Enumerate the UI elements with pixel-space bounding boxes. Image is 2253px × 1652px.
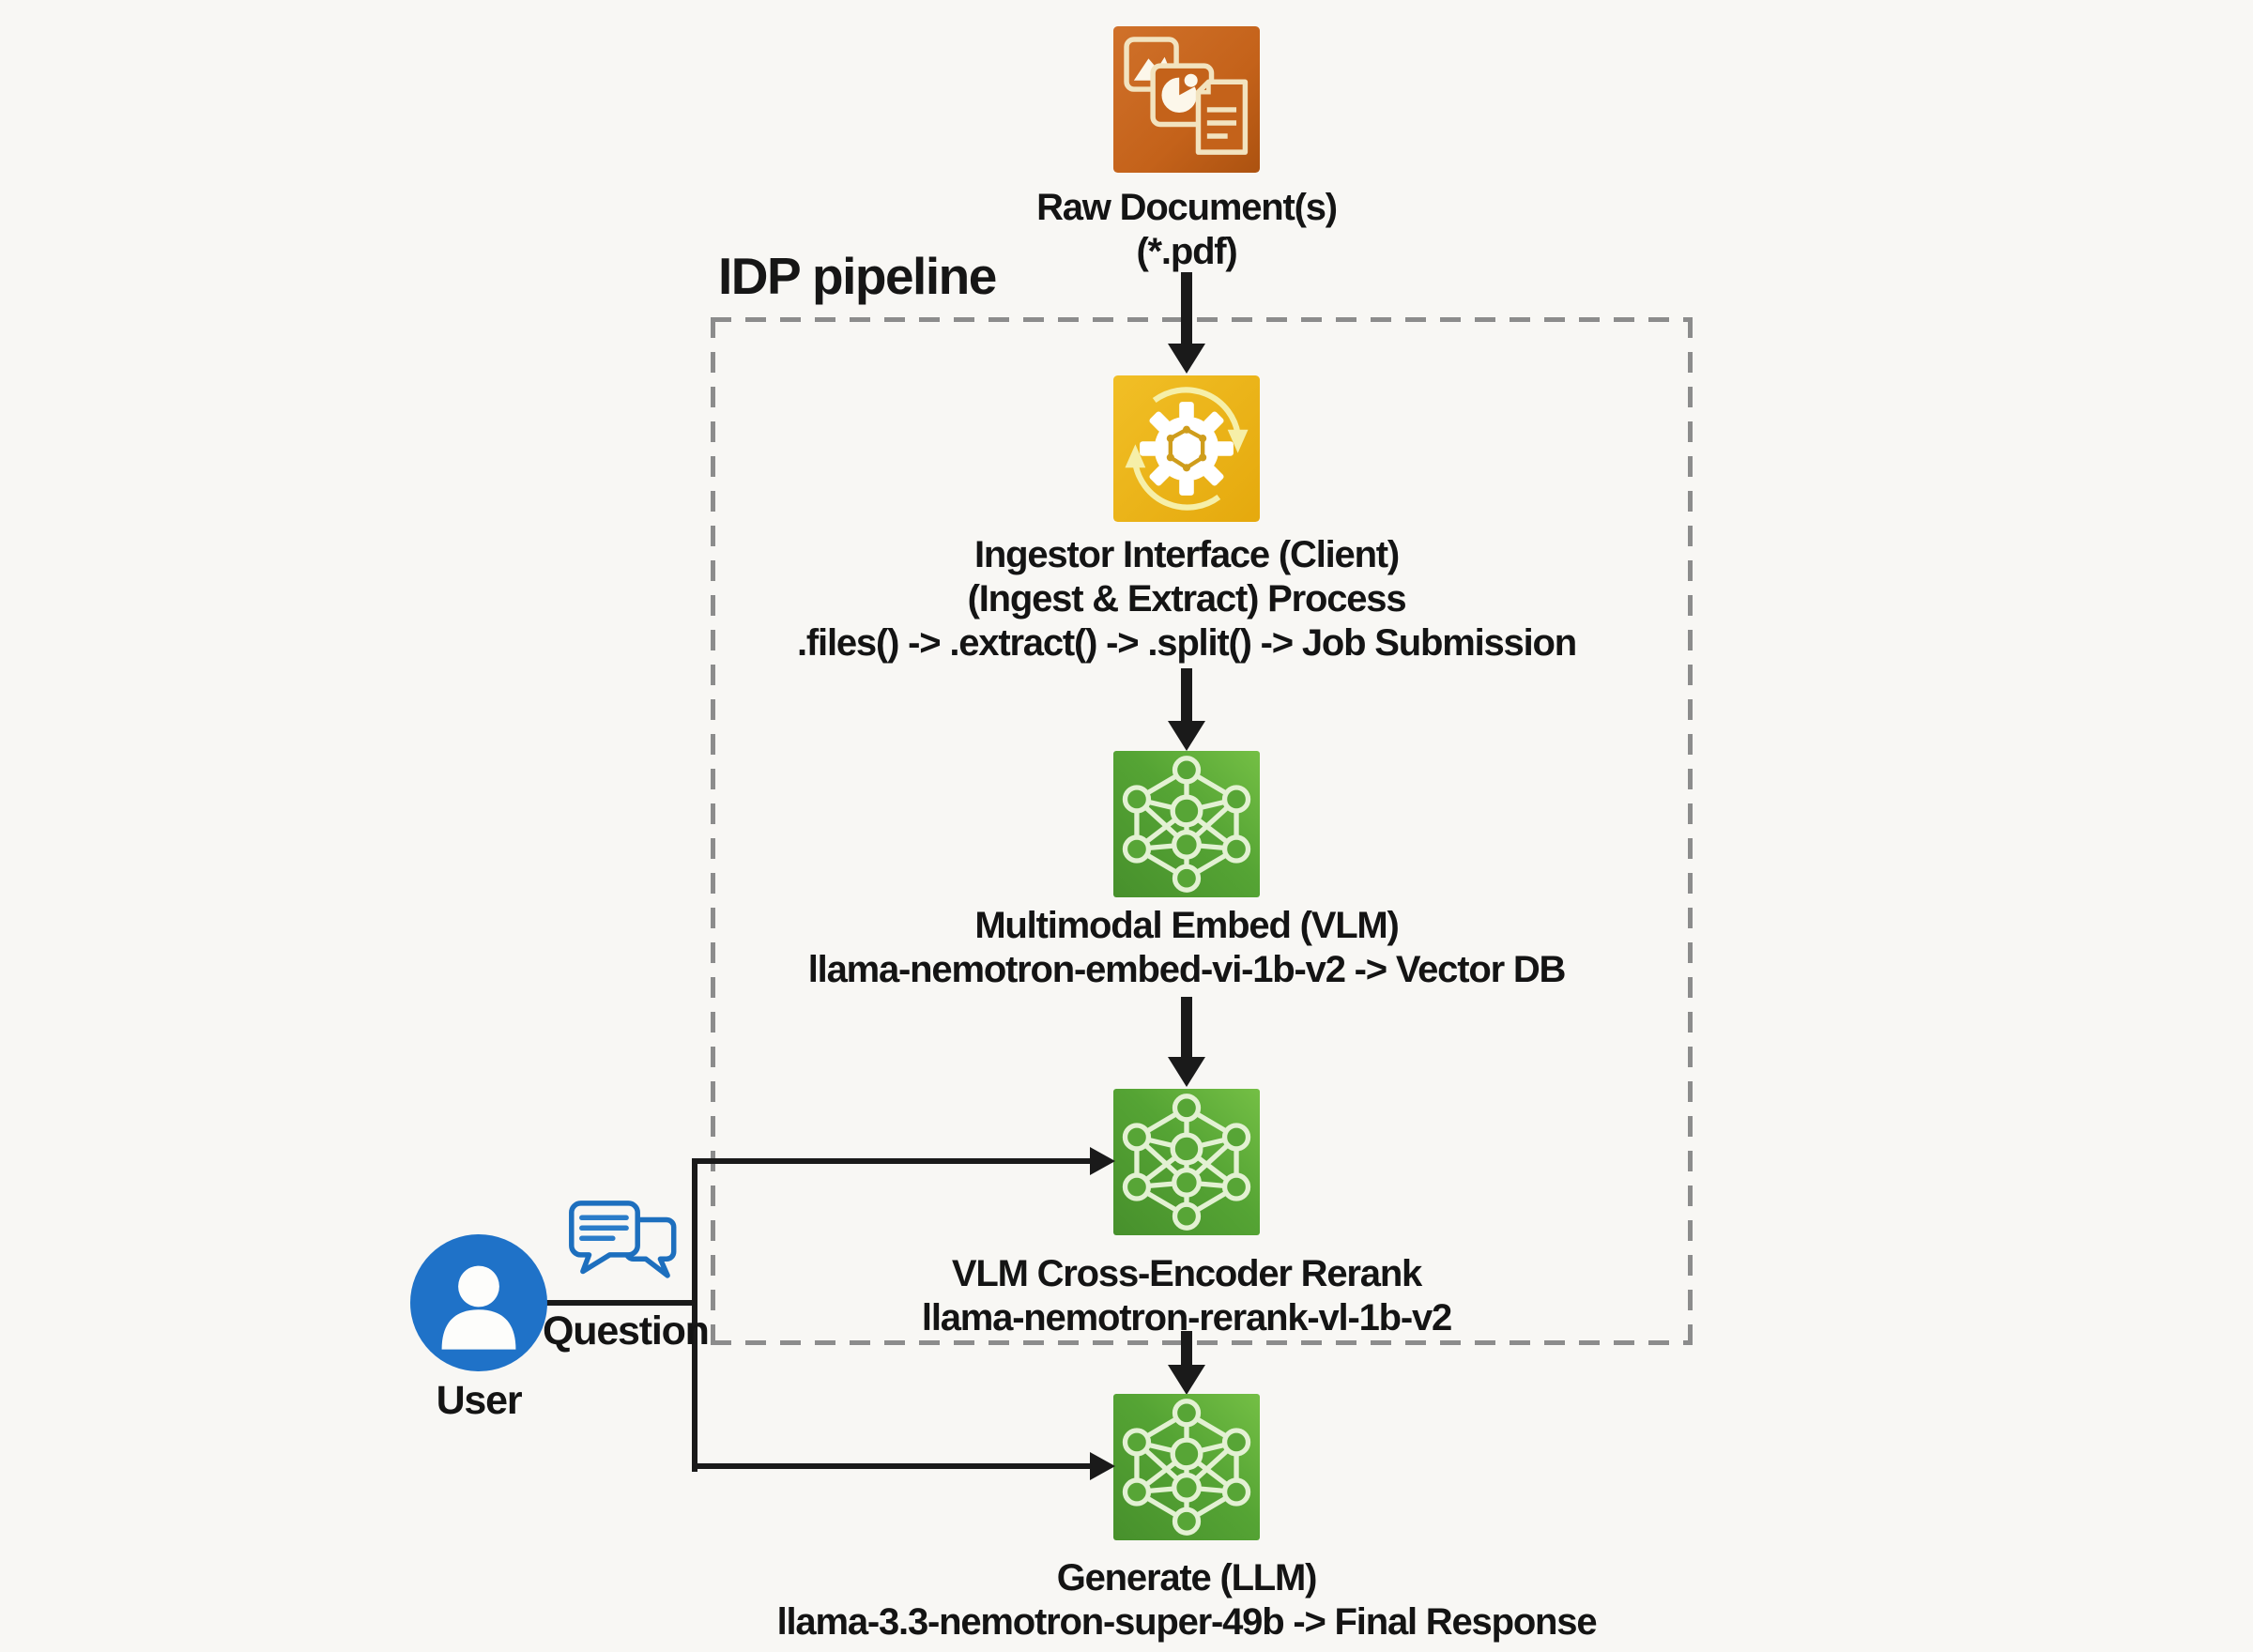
documents-icon bbox=[1113, 26, 1260, 173]
generate-line2: llama-3.3-nemotron-super-49b -> Final Re… bbox=[776, 1601, 1598, 1643]
raw-document-title: Raw Document(s) bbox=[1036, 187, 1338, 228]
generate-title: Generate (LLM) bbox=[1056, 1557, 1318, 1598]
multimodal-embed-line2: llama-nemotron-embed-vi-1b-v2 -> Vector … bbox=[807, 949, 1567, 990]
multimodal-embed-title: Multimodal Embed (VLM) bbox=[974, 905, 1400, 946]
question-label: Question bbox=[543, 1308, 710, 1354]
rerank-title: VLM Cross-Encoder Rerank bbox=[951, 1253, 1422, 1294]
neural-network-icon bbox=[1113, 1394, 1260, 1540]
ingestor-label: Ingestor Interface (Client) (Ingest & Ex… bbox=[717, 533, 1656, 665]
user-label: User bbox=[436, 1378, 523, 1423]
neural-network-icon bbox=[1113, 1089, 1260, 1235]
pipeline-boundary-top bbox=[711, 317, 1693, 322]
ingestor-line2: (Ingest & Extract) Process bbox=[967, 578, 1407, 620]
pipeline-title: IDP pipeline bbox=[718, 247, 997, 305]
rerank-label: VLM Cross-Encoder Rerank llama-nemotron-… bbox=[764, 1252, 1609, 1340]
connector-user-question bbox=[540, 1300, 697, 1306]
pipeline-boundary-bottom bbox=[711, 1340, 1693, 1345]
generate-label: Generate (LLM) llama-3.3-nemotron-super-… bbox=[670, 1556, 1703, 1644]
arrow-question-to-generate bbox=[692, 1452, 1115, 1480]
process-sync-gear-icon bbox=[1113, 375, 1260, 522]
ingestor-line3: .files() -> .extract() -> .split() -> Jo… bbox=[797, 622, 1577, 664]
pipeline-boundary-left bbox=[711, 317, 715, 1345]
ingestor-title: Ingestor Interface (Client) bbox=[973, 534, 1400, 575]
user-icon bbox=[410, 1234, 547, 1371]
neural-network-icon bbox=[1113, 751, 1260, 897]
raw-document-subtitle: (*.pdf) bbox=[1136, 231, 1237, 272]
chat-bubbles-icon bbox=[563, 1198, 687, 1293]
connector-question-branch bbox=[692, 1158, 697, 1472]
raw-document-label: Raw Document(s) (*.pdf) bbox=[905, 186, 1468, 274]
arrow-question-to-rerank bbox=[692, 1147, 1115, 1175]
pipeline-boundary-right bbox=[1688, 317, 1693, 1345]
multimodal-embed-label: Multimodal Embed (VLM) llama-nemotron-em… bbox=[670, 904, 1703, 992]
